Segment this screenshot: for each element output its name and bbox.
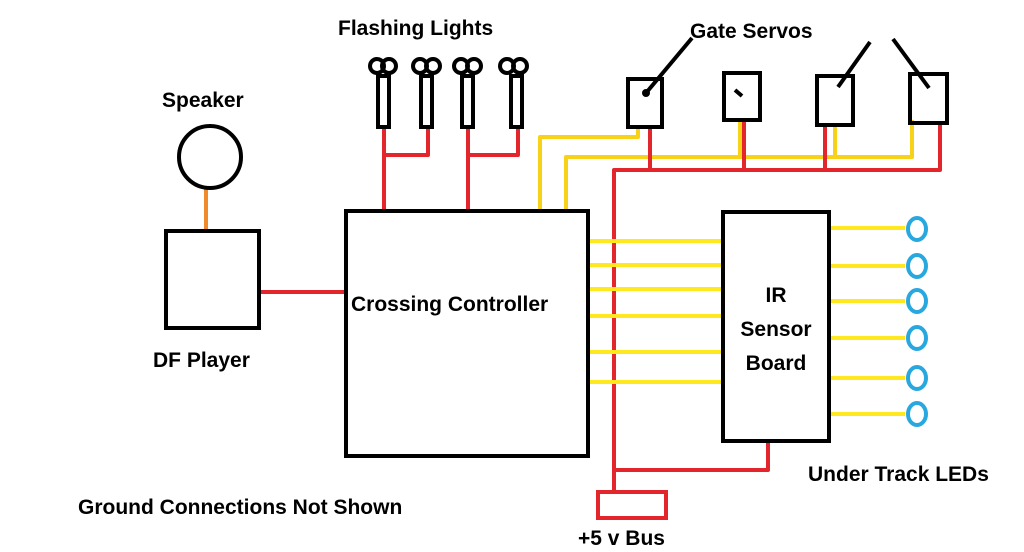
led-ring-icon: [906, 401, 928, 427]
under-track-leds: [906, 216, 928, 427]
gate-servo-icon: [815, 40, 872, 127]
ir-label-line2: Sensor: [740, 318, 811, 341]
crossing-controller-label: Crossing Controller: [351, 293, 548, 316]
ground-note-label: Ground Connections Not Shown: [78, 496, 402, 519]
flashing-light-icon: [452, 57, 483, 129]
speaker-label: Speaker: [162, 89, 244, 112]
flashing-lights: [368, 57, 529, 129]
servo4-signal-wire: [566, 118, 742, 159]
power-wires: [260, 120, 942, 492]
led-ring-icon: [906, 325, 928, 351]
ir-label-line1: IR: [766, 284, 787, 307]
flashing-lights-label: Flashing Lights: [338, 17, 493, 40]
gate-servo-icon: [722, 71, 762, 122]
flashing-light-icon: [368, 57, 398, 129]
ir-led-wires: [830, 226, 905, 416]
lights-left-pair-wire: [382, 128, 430, 210]
controller-ir-wires: [588, 239, 722, 384]
gate-servos-label: Gate Servos: [690, 20, 813, 43]
power-bus-label: +5 v Bus: [578, 527, 665, 550]
lights-right-pair-wire: [466, 128, 520, 210]
servo3-signal-wire: [566, 126, 837, 159]
ir-board-power-wire: [614, 442, 770, 472]
under-track-leds-label: Under Track LEDs: [808, 463, 989, 486]
gate-servos: [626, 36, 949, 129]
power-bus-box: [596, 490, 668, 520]
flashing-light-icon: [498, 57, 529, 129]
df-player-label: DF Player: [153, 349, 250, 372]
gate-servo-icon: [626, 36, 694, 129]
led-ring-icon: [906, 288, 928, 314]
servo-signal-wires: [538, 118, 914, 210]
power-bus-trunk: [612, 123, 942, 492]
df-player-box: [164, 229, 261, 330]
ir-sensor-board-box: [721, 210, 831, 443]
flashing-light-icon: [411, 57, 442, 129]
gate-servo-icon: [891, 37, 949, 125]
servo1-signal-wire: [538, 126, 640, 210]
led-ring-icon: [906, 253, 928, 279]
ir-label-line3: Board: [746, 352, 807, 375]
led-ring-icon: [906, 216, 928, 242]
speaker-icon: [177, 124, 243, 190]
led-ring-icon: [906, 365, 928, 391]
crossing-controller-box: [344, 209, 590, 458]
